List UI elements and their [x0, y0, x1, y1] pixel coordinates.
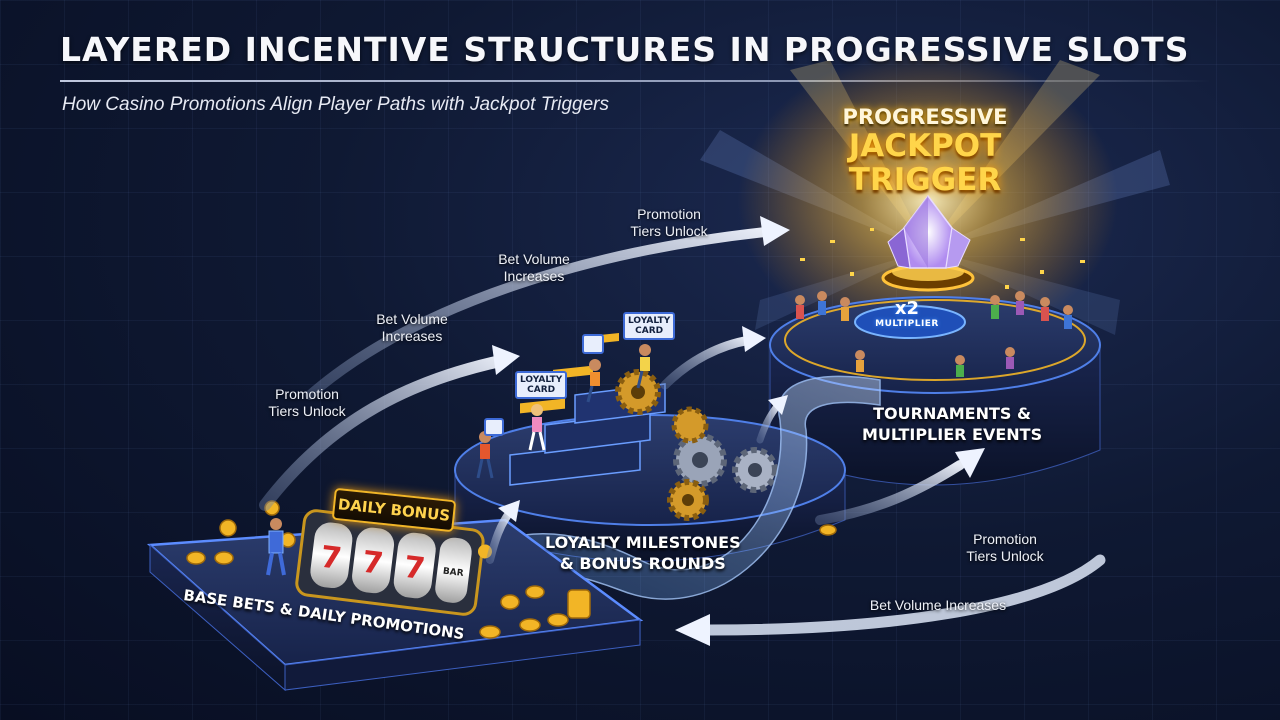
- arrow-label-bet-top-2: Increases: [503, 268, 565, 284]
- card-sign-small: [582, 334, 604, 354]
- multiplier-value: x2: [894, 298, 920, 319]
- arrow-label-bet-bottom: Bet Volume Increases: [869, 597, 1007, 613]
- loyalty-card-line-2: CARD: [635, 326, 664, 336]
- arrow-label-promo-right-2: Tiers Unlock: [966, 548, 1044, 564]
- coin-icons: [186, 500, 837, 639]
- loyalty-stage-label: LOYALTY MILESTONES & BONUS ROUNDS: [545, 532, 741, 574]
- loyalty-stage-line-1: LOYALTY MILESTONES: [545, 533, 741, 552]
- arrow-label-bet-mid-2: Increases: [381, 328, 443, 344]
- arrow-label-bet-top-1: Bet Volume: [498, 251, 570, 267]
- gear-icons: [615, 369, 778, 521]
- arrow-label-bet-top: Bet Volume Increases: [484, 251, 584, 285]
- arrow-label-promo-top-2: Tiers Unlock: [630, 223, 708, 239]
- loyalty-card-line-1-b: LOYALTY: [520, 375, 563, 385]
- jackpot-line-3: TRIGGER: [848, 162, 1002, 198]
- arrow-label-promo-right-1: Promotion: [973, 531, 1037, 547]
- loyalty-card-sign-top: LOYALTY CARD: [623, 312, 676, 340]
- tournament-stage-label: TOURNAMENTS & MULTIPLIER EVENTS: [862, 403, 1042, 445]
- jackpot-gem-icon: [881, 194, 975, 292]
- jackpot-trigger-label: PROGRESSIVE JACKPOT TRIGGER: [805, 105, 1045, 197]
- jackpot-line-1: PROGRESSIVE: [842, 105, 1008, 129]
- arrow-label-promo-top-1: Promotion: [637, 206, 701, 222]
- multiplier-badge: x2 MULTIPLIER: [871, 299, 943, 339]
- page-subtitle: How Casino Promotions Align Player Paths…: [62, 94, 610, 115]
- loyalty-card-line-1: LOYALTY: [628, 316, 671, 326]
- slot-machine: 7 7 7 BAR: [295, 509, 492, 616]
- growth-arrows: [259, 216, 1106, 646]
- card-sign-small-2: [484, 418, 504, 436]
- arrow-label-bet-mid-1: Bet Volume: [376, 311, 448, 327]
- tournament-stage-line-2: MULTIPLIER EVENTS: [862, 425, 1043, 444]
- arrow-label-promo-top: Promotion Tiers Unlock: [614, 206, 724, 240]
- arrow-label-bet-mid: Bet Volume Increases: [362, 311, 462, 345]
- confetti: [800, 228, 1085, 289]
- multiplier-label: MULTIPLIER: [875, 319, 939, 329]
- loyalty-stage-line-2: & BONUS ROUNDS: [559, 554, 726, 573]
- loyalty-card-line-2-b: CARD: [527, 385, 556, 395]
- reel-3: 7: [402, 550, 427, 587]
- jackpot-line-2: JACKPOT: [848, 128, 1002, 164]
- arrow-label-promo-left: Promotion Tiers Unlock: [252, 386, 362, 420]
- crowd-figures: [795, 291, 1073, 377]
- arrow-label-promo-left-1: Promotion: [275, 386, 339, 402]
- arrow-label-promo-right: Promotion Tiers Unlock: [950, 531, 1060, 565]
- reel-2: 7: [360, 545, 385, 582]
- reel-1: 7: [319, 540, 344, 577]
- loyalty-card-sign-bottom: LOYALTY CARD: [515, 371, 568, 399]
- arrow-label-promo-left-2: Tiers Unlock: [268, 403, 346, 419]
- player-figures: [476, 344, 651, 479]
- base-player-figure: [266, 518, 286, 576]
- tournament-stage-line-1: TOURNAMENTS &: [873, 404, 1031, 423]
- reel-bar: BAR: [442, 567, 464, 579]
- title-divider: [60, 80, 1210, 82]
